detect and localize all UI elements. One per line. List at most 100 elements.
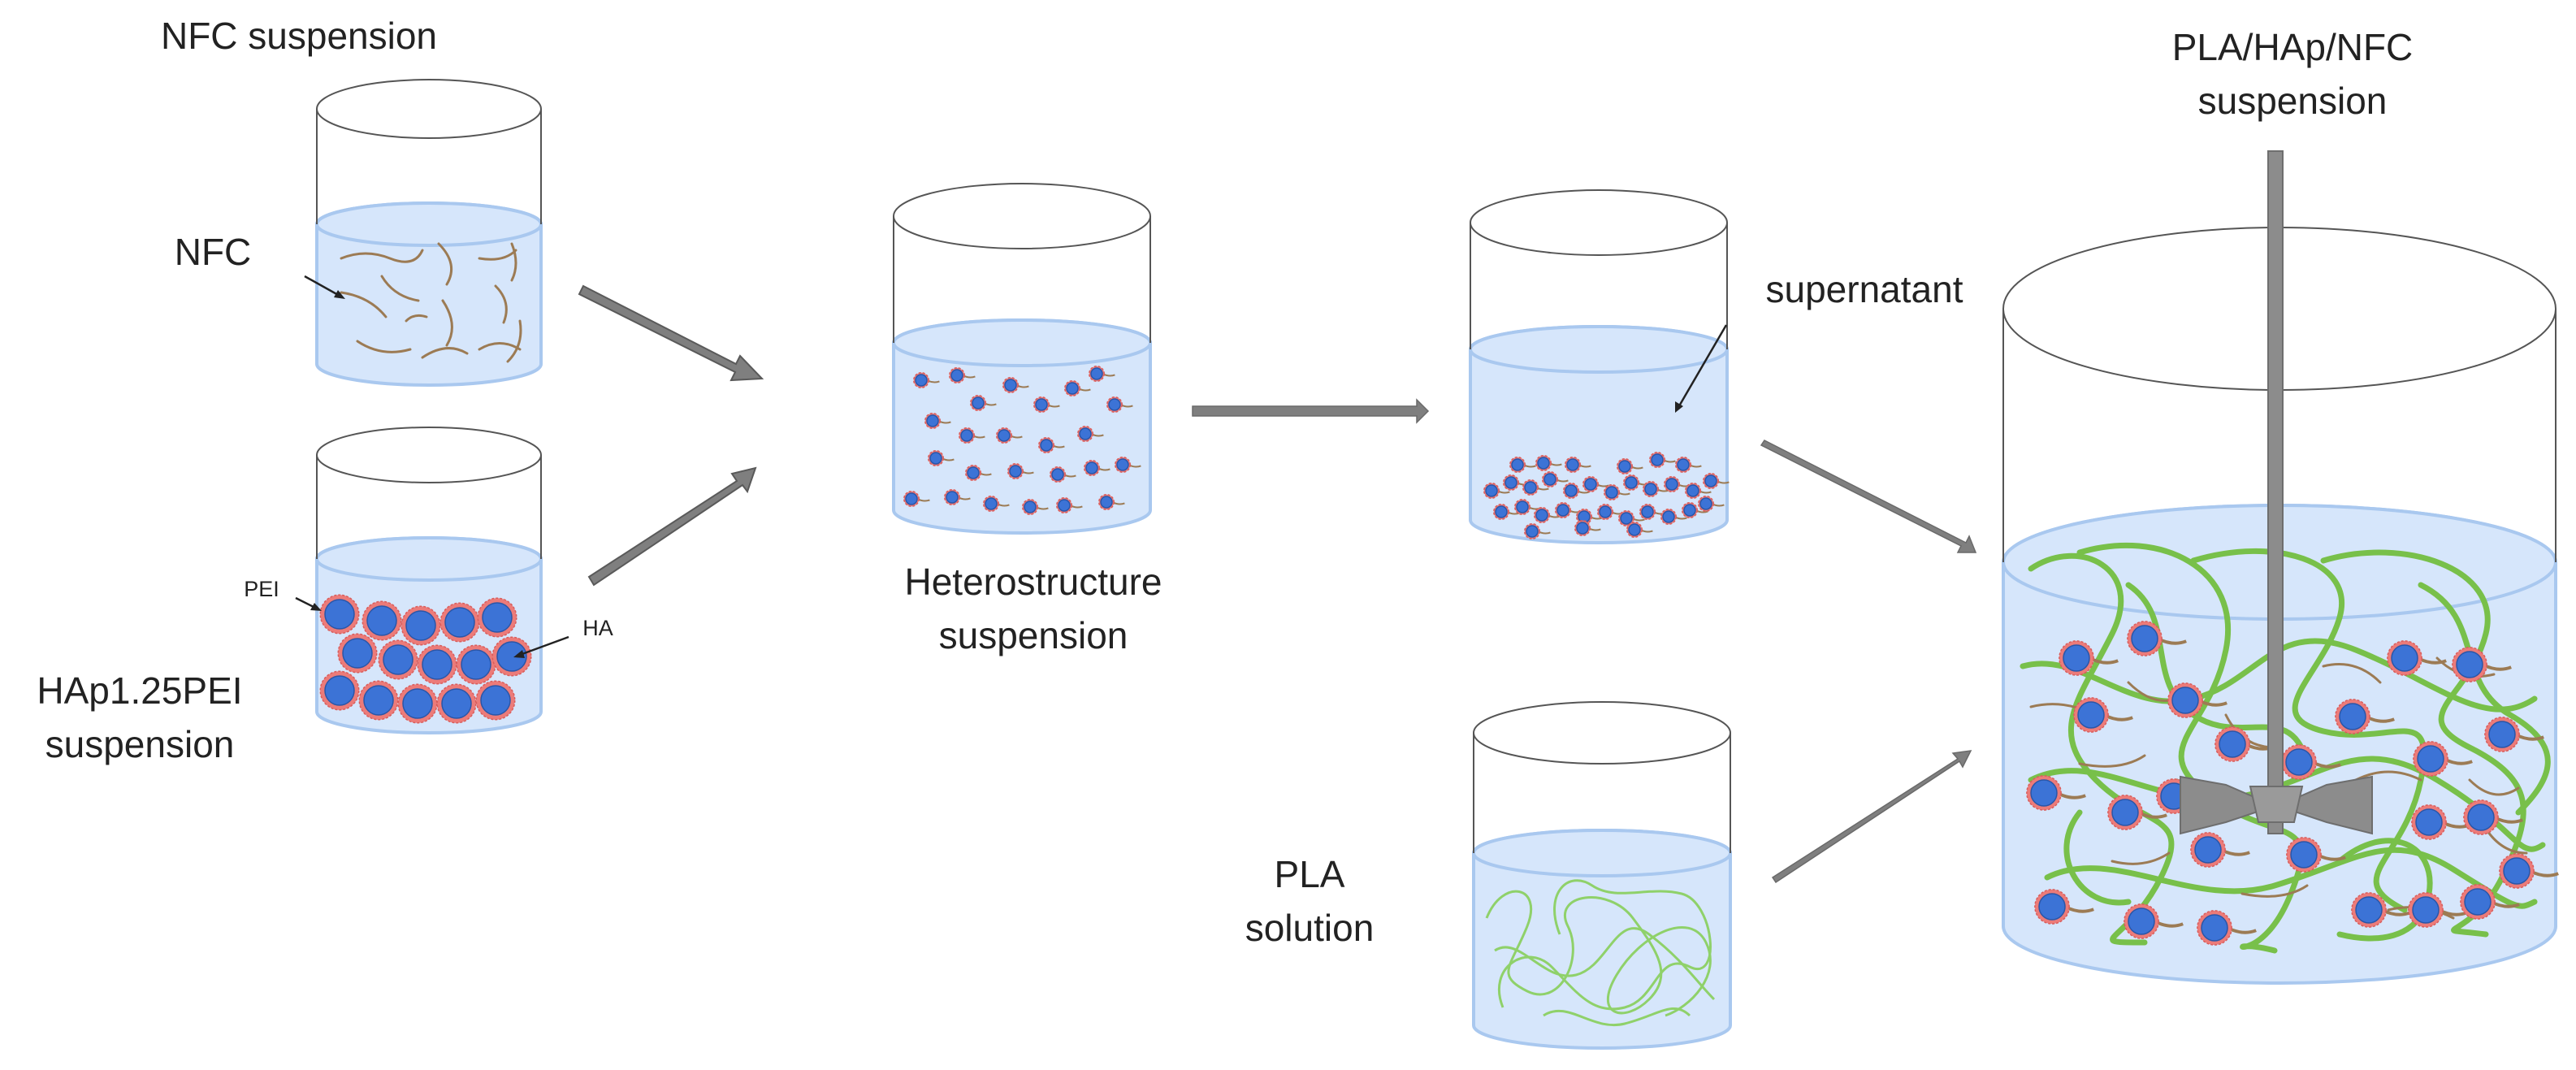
sediment-particle	[1660, 509, 1687, 525]
sediment-particle	[1522, 479, 1549, 496]
hap-particle	[477, 597, 517, 638]
hetero-particle	[924, 413, 951, 429]
beaker-nfc-surface	[315, 201, 543, 247]
hetero-particle	[1050, 466, 1076, 483]
final-particle	[2281, 744, 2341, 780]
hap-particle	[319, 594, 360, 635]
final-particle	[2484, 717, 2544, 752]
hetero-particle	[970, 395, 997, 411]
stirrer-blade-left	[2180, 775, 2277, 835]
arrow-supernatant-to-final	[1760, 440, 1977, 553]
beaker-hap	[295, 427, 569, 734]
beaker-hap-surface	[315, 536, 543, 582]
hetero-particle	[1077, 426, 1104, 442]
hetero-particle	[959, 427, 985, 444]
hetero-particle	[903, 491, 930, 507]
hetero-particle	[1106, 396, 1133, 413]
final-particle	[2413, 741, 2473, 777]
sediment-particle	[1503, 474, 1530, 491]
final-particle	[2059, 640, 2119, 676]
sediment-particle	[1563, 483, 1590, 499]
sediment-particle	[1574, 520, 1601, 536]
hap-particles	[319, 594, 532, 724]
pei-pointer	[295, 596, 322, 611]
hetero-particles	[903, 366, 1141, 515]
final-particle	[2026, 775, 2086, 811]
final-particle	[2335, 699, 2395, 734]
hetero-particle	[1033, 396, 1060, 413]
sediment-particle	[1685, 483, 1712, 499]
sediment-particle	[1626, 522, 1653, 538]
hap-particle	[362, 600, 402, 641]
pla-chains	[1485, 879, 1716, 1027]
beaker-hap-rim	[316, 427, 542, 483]
hetero-particle	[996, 427, 1023, 444]
beaker-hetero-surface	[892, 318, 1152, 367]
final-particle	[2197, 910, 2257, 946]
hap-particle	[397, 683, 438, 724]
sediment-particle	[1514, 499, 1541, 515]
arrow-nfc-to-hetero	[578, 284, 764, 382]
label-hetero-line2: suspension	[939, 614, 1128, 656]
hap-particle	[337, 633, 378, 674]
hap-particle	[439, 602, 480, 643]
final-particle	[2351, 892, 2411, 928]
sediment-particle	[1565, 457, 1591, 473]
hap-particle	[475, 680, 516, 721]
label-pla-line1: PLA	[1275, 853, 1345, 895]
label-pla-line2: solution	[1245, 907, 1375, 949]
hap-particle	[319, 670, 360, 711]
nfc-fibers	[340, 242, 522, 363]
hetero-particle	[1056, 497, 1083, 513]
beaker-heterostructure	[892, 183, 1152, 535]
label-nfc-suspension: NFC suspension	[161, 15, 437, 57]
hap-particle	[491, 636, 532, 677]
beaker-super-surface	[1469, 325, 1729, 374]
beaker-supernatant	[1469, 189, 1730, 544]
hetero-particle	[944, 489, 971, 505]
hap-particle	[378, 639, 418, 680]
supernatant-pointer	[1675, 324, 1728, 413]
final-particle	[2387, 640, 2447, 676]
final-particle	[2127, 621, 2187, 656]
stirrer	[2180, 150, 2373, 835]
stirrer-blade-right	[2275, 775, 2373, 835]
hetero-particle	[1084, 460, 1110, 476]
sediment-particle	[1643, 481, 1669, 497]
final-particles	[2026, 621, 2559, 946]
label-pei: PEI	[244, 577, 279, 601]
hetero-particle	[949, 367, 976, 383]
final-particle	[2499, 853, 2559, 889]
sediment-particle	[1534, 507, 1561, 523]
final-particle	[2411, 804, 2471, 840]
hetero-particle	[1002, 377, 1029, 393]
sediment-particle	[1604, 484, 1630, 500]
beaker-hetero-rim	[893, 183, 1151, 249]
sediment-particle	[1597, 504, 1624, 520]
label-hap-line1: HAp1.25PEI	[37, 669, 242, 712]
sediment-particle	[1703, 473, 1730, 489]
label-nfc: NFC	[175, 231, 252, 273]
beaker-final	[2002, 150, 2559, 985]
sediment-particle	[1535, 455, 1562, 471]
sediment-particle	[1617, 458, 1643, 474]
sediment-particle	[1698, 496, 1725, 512]
sediment-particle	[1542, 471, 1569, 487]
label-hap-line2: suspension	[45, 723, 235, 765]
final-particle	[2460, 884, 2520, 920]
beaker-pla	[1472, 701, 1732, 1050]
final-particle	[2452, 647, 2512, 682]
sediment-particle	[1483, 483, 1510, 499]
final-particle	[2214, 726, 2275, 762]
final-particle	[2190, 832, 2250, 868]
beaker-nfc-rim	[316, 79, 542, 139]
hetero-particle	[983, 496, 1010, 512]
sediment-particle	[1623, 474, 1650, 491]
beaker-super-rim	[1470, 189, 1728, 256]
label-supernatant: supernatant	[1766, 268, 1963, 310]
hetero-particle	[1089, 366, 1115, 382]
label-final-line2: suspension	[2198, 80, 2388, 122]
hetero-particle	[965, 465, 992, 481]
final-particle	[2167, 682, 2227, 718]
